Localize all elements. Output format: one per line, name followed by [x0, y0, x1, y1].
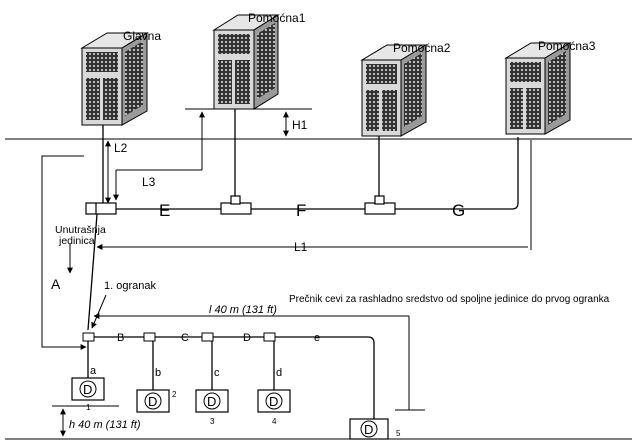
outdoor-unit-glavna [80, 32, 149, 126]
l3-label: L3 [142, 175, 156, 189]
indoor-unit-label-line1: Unutrašnja [55, 224, 106, 236]
segment-label-e: E [159, 201, 170, 220]
indoor-unit-5: D [349, 418, 389, 440]
indoor-unit-number-2: 2 [172, 390, 177, 399]
indoor-unit-1: D [71, 377, 105, 401]
indoor-unit-symbol-5: D [364, 422, 373, 437]
branch-fitting-4 [263, 332, 276, 342]
left-loop-line [41, 155, 87, 350]
indoor-unit-number-4: 4 [272, 417, 277, 426]
branch-fitting-1 [82, 332, 95, 342]
pipe-diameter-note: Prečnik cevi za rashladno sredstvo od sp… [289, 294, 610, 305]
segment-label-d: D [243, 332, 251, 344]
indoor-unit-3: D [195, 389, 229, 413]
indoor-unit-label-line2: jedinica [58, 235, 95, 247]
outdoor-unit-label-glavna: Glavna [123, 29, 161, 43]
segment-label-c: C [181, 332, 189, 344]
h1-label: H1 [292, 118, 308, 132]
outdoor-unit-pomocna1 [212, 14, 280, 110]
h-length-label: h 40 m (131 ft) [69, 419, 141, 431]
segment-label-g: G [452, 201, 465, 220]
indoor-unit-number-1: 1 [86, 403, 91, 412]
outdoor-unit-label-pomocna2: Pomoćna2 [393, 41, 451, 55]
branch-fitting-2 [143, 332, 156, 342]
outdoor-unit-label-pomocna3: Pomoćna3 [538, 39, 596, 53]
outdoor-unit-pomocna2 [360, 44, 428, 137]
branch-fitting-3 [201, 332, 214, 342]
segment-label-f: F [296, 201, 306, 220]
first-branch-leader [91, 294, 107, 329]
first-branch-label: 1. ogranak [104, 280, 156, 292]
branch-label-b: b [155, 367, 161, 379]
branch-label-a: a [90, 365, 97, 377]
indoor-unit-symbol-3: D [207, 394, 216, 409]
header-pipe-g [392, 137, 519, 210]
l2-label: L2 [114, 141, 128, 155]
branch-label-c: c [214, 367, 220, 379]
indoor-unit-symbol-4: D [269, 394, 278, 409]
indoor-unit-symbol-2: D [148, 394, 157, 409]
branch-joint-g [364, 195, 396, 215]
branch-joint-main [85, 202, 117, 215]
segment-label-b: B [117, 332, 124, 344]
indoor-unit-4: D [257, 389, 291, 413]
segment-label-a-upper: A [51, 276, 61, 292]
branch-joint-f [220, 195, 252, 215]
pipe-a [87, 213, 98, 331]
indoor-unit-number-5: 5 [396, 429, 401, 438]
outdoor-unit-label-pomocna1: Pomoćna1 [248, 11, 306, 25]
indoor-unit-number-3: 3 [210, 417, 215, 426]
lower-pipe-e [275, 336, 375, 419]
outdoor-unit-pomocna3 [504, 42, 572, 135]
branch-label-d: d [276, 367, 282, 379]
indoor-unit-2: D [136, 389, 170, 413]
l-length-label: l 40 m (131 ft) [209, 304, 277, 316]
indoor-unit-symbol-1: D [83, 382, 92, 397]
segment-label-e-lower: e [314, 332, 320, 344]
l1-label: L1 [294, 240, 308, 254]
